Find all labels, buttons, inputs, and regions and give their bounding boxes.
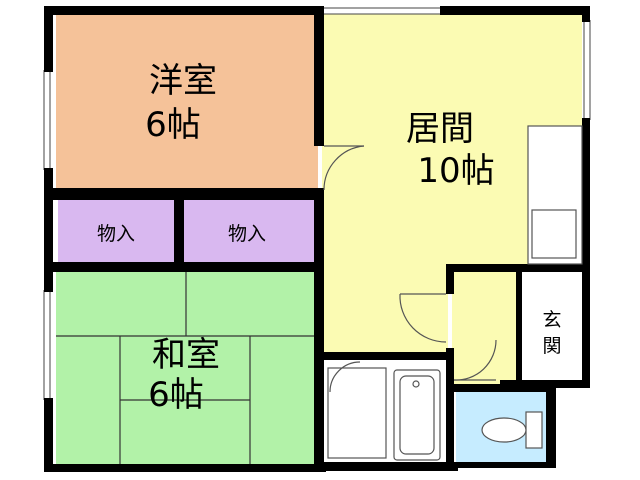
bathroom-fixtures [327, 367, 441, 461]
shower-pan-icon [327, 367, 387, 459]
storage-right-label: 物入 [228, 223, 266, 245]
japanese-room-size: 6帖 [148, 375, 204, 415]
door-swing-icon [399, 293, 447, 343]
living-room-lower-fill [322, 262, 448, 354]
western-room-fill [56, 14, 318, 190]
western-room-name: 洋室 [149, 61, 217, 101]
western-room-size: 6帖 [145, 105, 201, 145]
kitchen-counter [527, 125, 583, 265]
japanese-room-fill [56, 272, 318, 464]
japanese-room-name: 和室 [152, 335, 220, 375]
sink-icon [531, 209, 577, 259]
entrance-label-top: 玄 [542, 309, 561, 331]
entrance-fill [522, 272, 584, 382]
door-swing-icon [323, 145, 365, 191]
living-room-name: 居間 [406, 109, 474, 149]
windows [43, 7, 591, 400]
door-swing-icon [453, 339, 497, 381]
hall-fill [452, 268, 522, 386]
door-swing-icon [329, 361, 361, 393]
door-swings [323, 145, 497, 393]
walls [44, 6, 590, 472]
living-room-size: 10帖 [417, 151, 494, 191]
entrance-label-bottom: 関 [542, 335, 561, 357]
tatami-lines [56, 272, 318, 464]
storage-right-fill [184, 200, 314, 262]
toilet-icon [481, 411, 543, 449]
storage-left-fill [58, 200, 174, 262]
storage-left-label: 物入 [97, 223, 135, 245]
